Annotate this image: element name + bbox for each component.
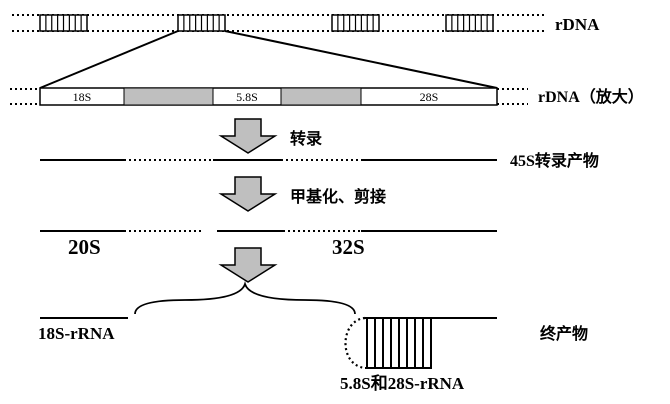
- rdna-repeats-row: rDNA: [12, 14, 600, 34]
- brace: [134, 280, 356, 315]
- rdna-repeat-unit: [445, 14, 494, 32]
- rdna-enlarged-label: rDNA（放大）: [538, 87, 644, 106]
- frag-32s-label: 32S: [332, 235, 365, 259]
- frag-20s-label: 20S: [68, 235, 101, 259]
- segment-58s-label: 5.8S: [236, 90, 258, 104]
- methylation-splicing-label: 甲基化、剪接: [290, 187, 386, 206]
- segment-18s-label: 18S: [73, 90, 92, 104]
- spacer-1: [123, 87, 214, 106]
- rrna-58s-28s-label: 5.8S和28S-rRNA: [340, 374, 465, 393]
- intermediates-row: 20S 32S: [40, 230, 497, 259]
- product-45s-label: 45S转录产物: [510, 151, 599, 170]
- rdna-enlarged-row: 18S 5.8S 28S rDNA（放大）: [10, 87, 644, 106]
- zoom-line-right: [224, 30, 498, 89]
- rdna-repeat-unit: [331, 14, 380, 32]
- zoom-line-left: [39, 30, 179, 89]
- arrow-final: [218, 247, 278, 283]
- down-arrow-icon: [218, 176, 278, 212]
- rdna-label: rDNA: [555, 15, 600, 34]
- arrow-methylation: 甲基化、剪接: [218, 176, 386, 212]
- down-arrow-icon: [218, 247, 278, 283]
- transcript-45s-row: 45S转录产物: [40, 151, 599, 170]
- transcription-label: 转录: [290, 129, 322, 148]
- rdna-repeat-unit: [177, 14, 226, 32]
- final-products-label: 终产物: [540, 324, 588, 343]
- down-arrow-icon: [218, 118, 278, 154]
- spacer-2: [280, 87, 362, 106]
- final-products-row: 18S-rRNA 5.8S和28S-rRNA 终产物: [38, 316, 588, 393]
- rrna-18s-label: 18S-rRNA: [38, 324, 115, 343]
- segment-28s-label: 28S: [420, 90, 439, 104]
- linker-loop: [344, 316, 366, 370]
- arrow-transcription: 转录: [218, 118, 322, 154]
- rdna-repeat-unit: [39, 14, 88, 32]
- base-pairing-bars: [366, 318, 432, 368]
